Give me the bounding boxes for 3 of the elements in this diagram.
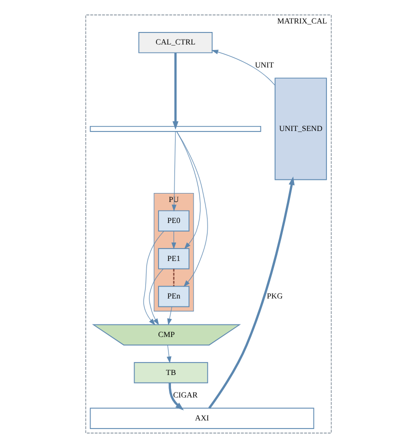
edge-label: UNIT: [254, 60, 274, 70]
edge-label: CIGAR: [172, 390, 198, 400]
edge-label: PKG: [266, 292, 282, 301]
